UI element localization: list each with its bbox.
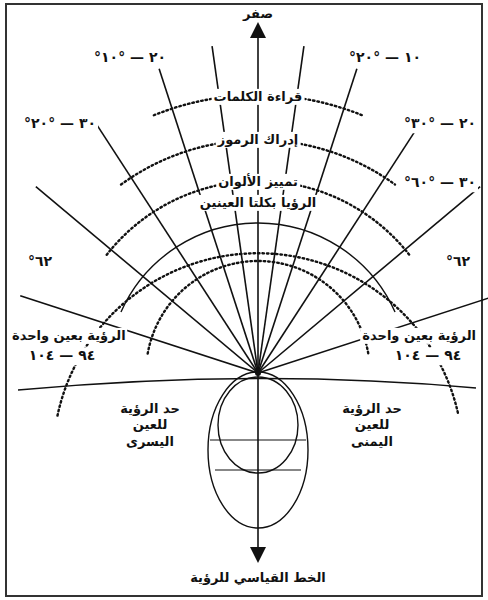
zone-label: قراءة الكلمات xyxy=(212,89,305,105)
zero-label: صفر xyxy=(241,6,275,22)
zone-label: الرؤيا بكلتا العينين xyxy=(198,195,319,211)
zone-label: تمييز الألوان xyxy=(216,174,300,190)
zone-label: إدراك الرموز xyxy=(216,132,301,148)
axis-caption: الخط القياسي للرؤية xyxy=(188,570,328,586)
angle-range: ٩٤ — ١٠٤ xyxy=(27,347,97,365)
angle-range: °١٠ — °٢٠ xyxy=(347,49,423,67)
angle-range: °٢٠ — °١٠ xyxy=(92,49,168,67)
eye-limit-label: حد الرؤية للعين اليمنى xyxy=(331,401,413,450)
angle-range: °٣٠ — °٢٠ xyxy=(22,115,98,133)
field-ray xyxy=(258,296,488,373)
field-ray xyxy=(159,69,258,373)
angle-range: °٢٠ — °٣٠ xyxy=(402,115,478,133)
monocular-label: الرؤية بعين واحدة xyxy=(360,328,478,344)
field-ray xyxy=(36,187,258,373)
angle-value: °٦٢ xyxy=(26,253,54,271)
angle-value: °٦٢ xyxy=(444,253,472,271)
field-ray xyxy=(258,69,357,373)
angle-range: ٩٤ — ١٠٤ xyxy=(393,347,463,365)
monocular-label: الرؤية بعين واحدة xyxy=(10,328,128,344)
field-ray xyxy=(258,187,480,373)
angle-range: °٣٠ — °٦٠ xyxy=(402,174,478,192)
eye-limit-label: حد الرؤية للعين اليسرى xyxy=(109,401,191,450)
